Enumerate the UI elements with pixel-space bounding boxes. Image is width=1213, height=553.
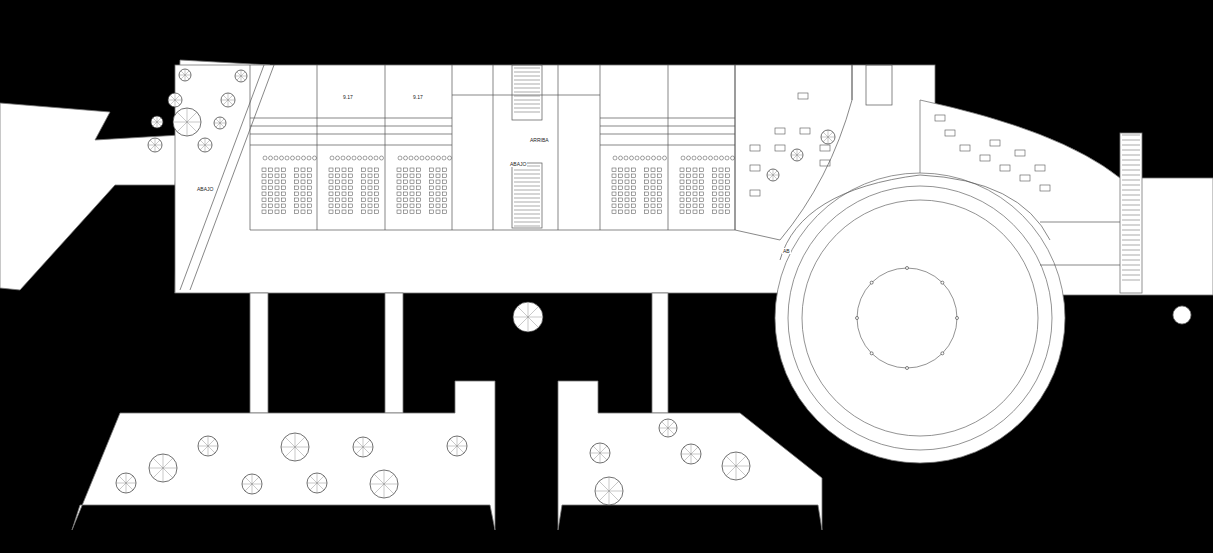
chairs [263, 156, 735, 160]
desks [750, 93, 1050, 196]
plan-annotation: ARRIBA [529, 137, 550, 143]
columns [856, 267, 959, 370]
seats [262, 168, 730, 214]
plan-annotation: 9.17 [412, 94, 424, 100]
stair-treads [514, 68, 1140, 280]
plan-annotation: ABAJO [196, 186, 214, 192]
plan-annotation: ABAJO [509, 161, 527, 167]
plan-annotation: AB [782, 248, 791, 254]
trees [116, 69, 835, 505]
plan-annotation: 9.17 [342, 94, 354, 100]
